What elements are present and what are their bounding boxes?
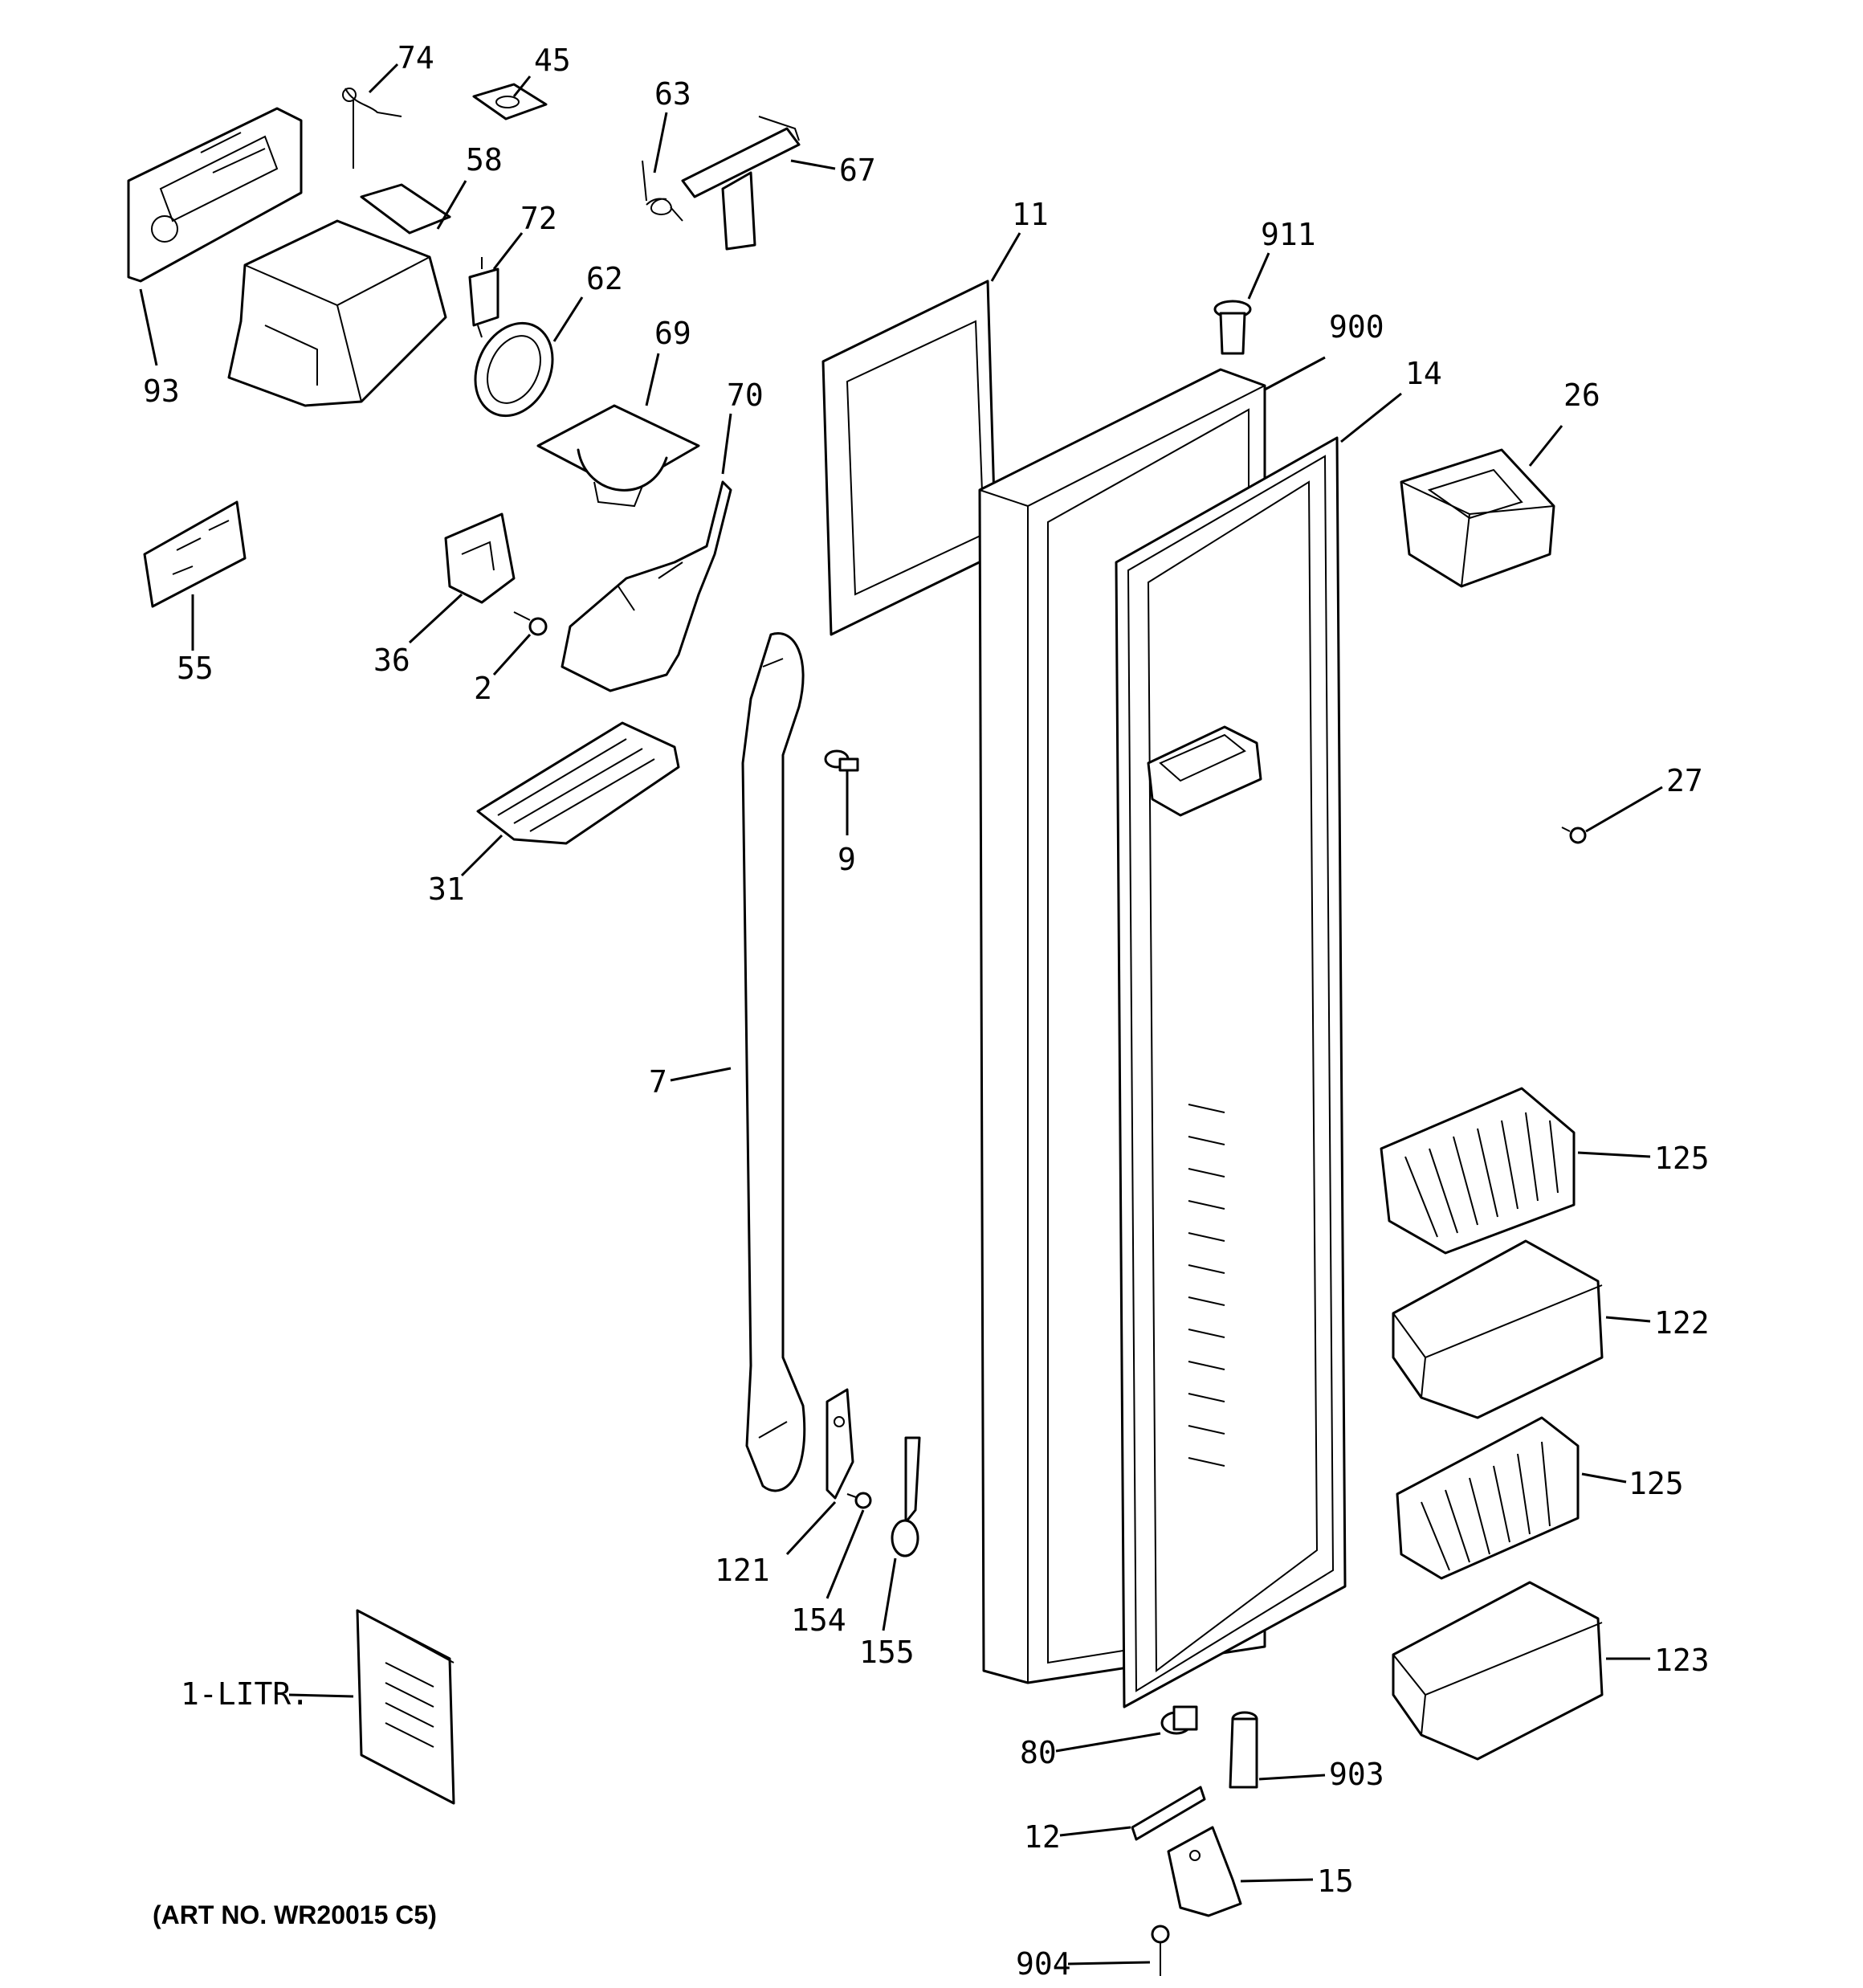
label-7: 7 [649, 1064, 667, 1100]
door-shelf-ribs [1188, 1104, 1225, 1467]
part-labels: 74 45 63 67 58 72 93 62 69 70 11 911 900… [143, 40, 1710, 1982]
part-15-hinge [1167, 1826, 1242, 1917]
part-2-screw [513, 611, 548, 636]
label-122: 122 [1654, 1305, 1710, 1341]
part-11-frame [821, 280, 997, 636]
label-900: 900 [1329, 309, 1384, 345]
label-2: 2 [474, 671, 492, 706]
part-27-screw [1561, 827, 1587, 844]
part-67-lever [681, 116, 801, 251]
part-911-cap [1213, 300, 1252, 355]
label-58: 58 [466, 142, 503, 178]
part-14-gasket [1115, 436, 1347, 1708]
label-123: 123 [1654, 1643, 1710, 1678]
label-121: 121 [715, 1553, 770, 1588]
dispenser-recess [1147, 725, 1262, 817]
label-11: 11 [1012, 197, 1049, 232]
label-14: 14 [1405, 356, 1442, 391]
label-62: 62 [586, 261, 623, 296]
part-72-switch [468, 257, 499, 338]
label-903: 903 [1329, 1757, 1384, 1792]
part-36-bracket [444, 512, 516, 604]
label-904: 904 [1016, 1946, 1071, 1982]
part-121-hinge-plate [826, 1388, 854, 1500]
label-45: 45 [534, 43, 571, 78]
label-26: 26 [1563, 378, 1600, 413]
part-93-control-panel [127, 107, 303, 283]
label-27: 27 [1666, 763, 1703, 798]
part-55-board [143, 500, 247, 608]
label-55: 55 [177, 651, 214, 686]
part-7-handle [741, 632, 806, 1492]
part-74-spring [342, 88, 402, 169]
part-123-bin [1392, 1581, 1604, 1761]
part-31-tray [476, 721, 680, 845]
part-125-wire-basket-lower [1396, 1416, 1580, 1580]
part-904-screw [1151, 1925, 1170, 1976]
label-155: 155 [859, 1635, 915, 1670]
part-45-bracket [472, 83, 548, 120]
leader-lines [139, 63, 1663, 1966]
label-9: 9 [838, 842, 856, 877]
part-26-bin [1400, 448, 1555, 588]
label-93: 93 [143, 374, 180, 409]
part-62-ring [474, 321, 554, 418]
label-63: 63 [654, 76, 691, 112]
part-69-funnel [536, 404, 700, 508]
label-67: 67 [839, 153, 876, 188]
label-911: 911 [1261, 217, 1316, 252]
label-74: 74 [397, 40, 434, 76]
part-12-shim [1131, 1786, 1206, 1841]
label-31: 31 [428, 872, 465, 907]
label-125-lower: 125 [1629, 1466, 1684, 1501]
part-154-screw [846, 1492, 872, 1509]
label-15: 15 [1317, 1863, 1354, 1899]
art-number: (ART NO. WR20015 C5) [153, 1900, 437, 1929]
label-154: 154 [791, 1602, 846, 1638]
part-155-tool [891, 1436, 921, 1557]
label-70: 70 [727, 378, 764, 413]
part-1-litr-literature [356, 1609, 455, 1805]
part-125-wire-basket-upper [1380, 1087, 1576, 1255]
label-12: 12 [1024, 1819, 1061, 1855]
label-69: 69 [654, 316, 691, 351]
part-903-sleeve [1229, 1711, 1258, 1789]
label-72: 72 [520, 201, 557, 236]
label-80: 80 [1020, 1735, 1057, 1770]
part-80-plug [1160, 1705, 1198, 1735]
label-36: 36 [373, 643, 410, 678]
label-125-upper: 125 [1654, 1141, 1710, 1176]
part-70-actuator [561, 480, 732, 692]
part-58-dispenser-housing [227, 183, 451, 407]
part-63-spring [642, 160, 683, 222]
label-1-litr: 1-LITR. [181, 1676, 309, 1712]
part-9-bolt [824, 749, 859, 772]
part-122-bin [1392, 1239, 1604, 1419]
